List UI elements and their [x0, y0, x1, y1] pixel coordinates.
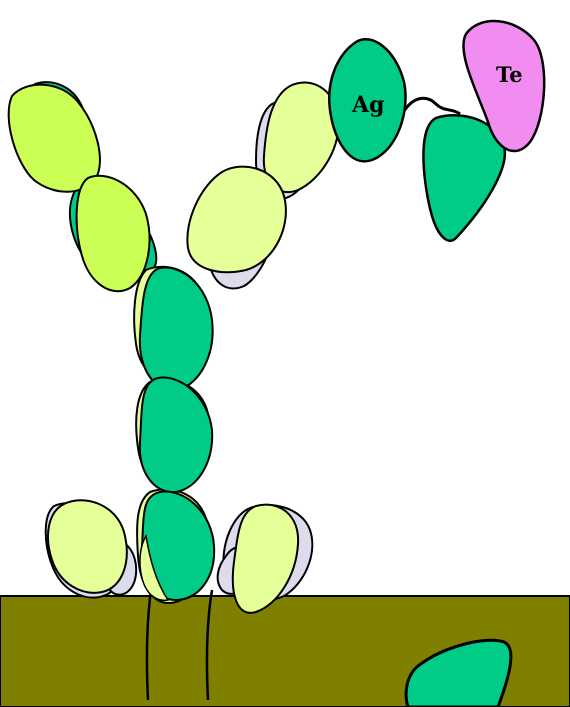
- antigen-label: Ag: [351, 92, 384, 118]
- linker-ag-to-domain: [402, 98, 460, 114]
- right-arm-front-domain-2: [187, 167, 286, 273]
- left-arm-front-domain-1: [9, 85, 100, 192]
- tag-label: Te: [496, 62, 523, 87]
- right-arm-front-domain-1: [264, 83, 339, 193]
- left-arm-front-domain-2: [77, 176, 150, 291]
- stem-front-domain-1: [140, 268, 213, 391]
- stem-front-domain-2: [140, 378, 212, 493]
